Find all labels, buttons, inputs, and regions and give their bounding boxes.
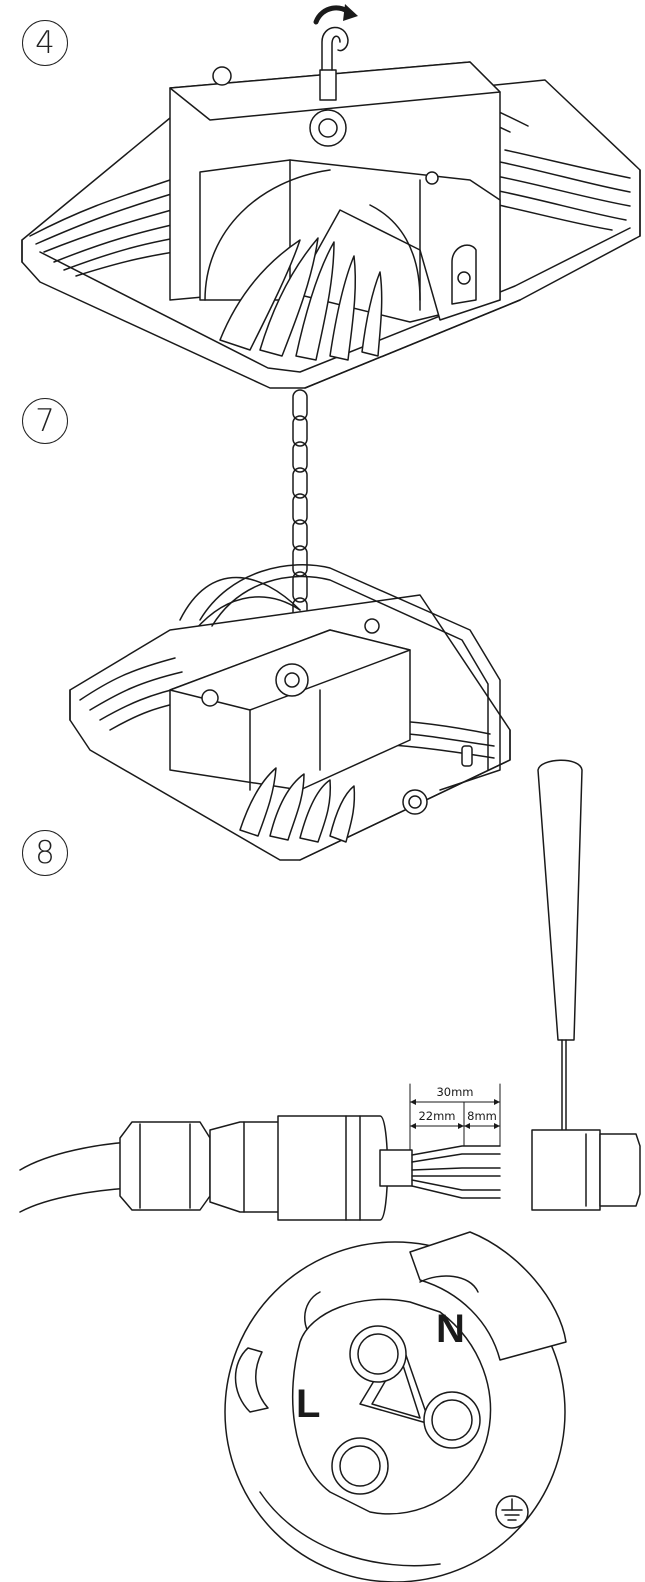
dimension-tip-label: 8mm: [467, 1109, 497, 1123]
adjustment-knob: [402, 789, 428, 815]
step-7-badge: 7: [22, 398, 68, 444]
dimension-total-label: 30mm: [436, 1085, 473, 1099]
earth-ground-icon: [495, 1495, 529, 1529]
live-terminal-label: L: [296, 1382, 320, 1426]
front-fins: [219, 237, 383, 361]
neutral-terminal-label: N: [436, 1307, 465, 1351]
step-8-badge: 8: [22, 830, 68, 876]
rotate-arrow-icon: [313, 4, 358, 25]
step-4-number: 4: [35, 25, 55, 61]
step-4-badge: 4: [22, 20, 68, 66]
step-8-illustration: 30mm 22mm 8mm: [19, 759, 641, 1221]
step-4-illustration: [21, 4, 641, 389]
step-7-illustration: [69, 389, 511, 861]
step-7-number: 7: [35, 403, 55, 439]
screwdriver: [537, 759, 583, 1141]
terminal-block-diagram: L N: [224, 1231, 567, 1582]
chain: [292, 389, 308, 629]
dimension-strip-label: 22mm: [418, 1109, 455, 1123]
hook: [319, 26, 349, 101]
step-8-number: 8: [35, 835, 55, 871]
